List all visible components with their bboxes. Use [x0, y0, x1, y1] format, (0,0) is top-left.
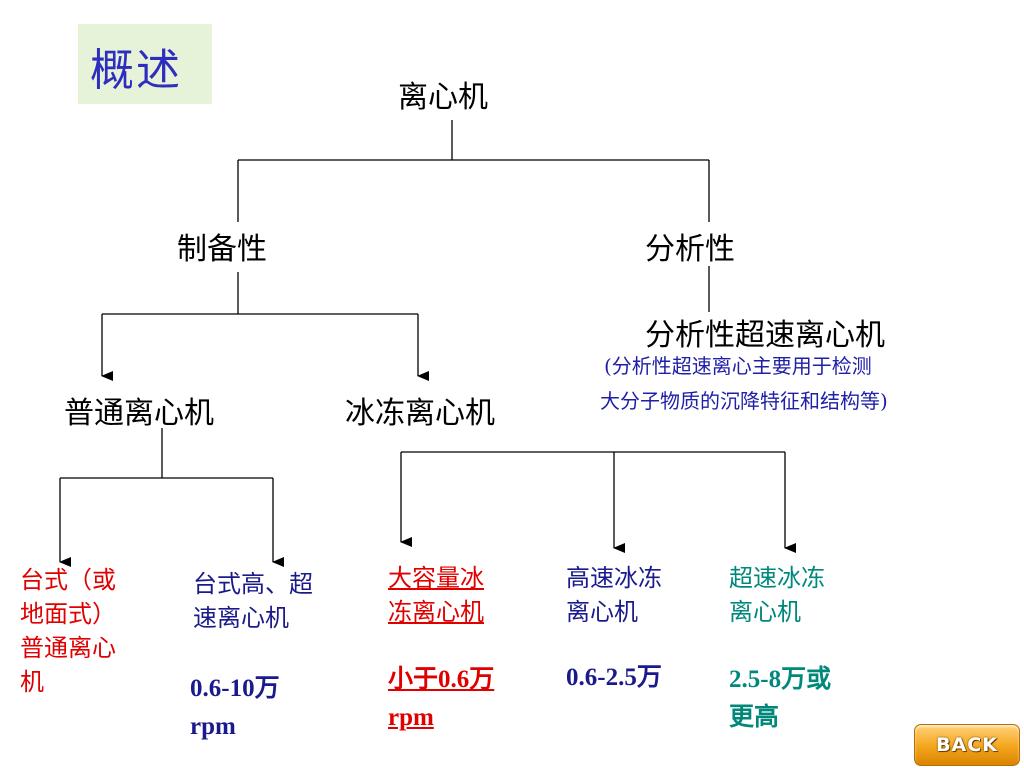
speed-range-ultra-speed: 2.5-8万或 更高 — [729, 661, 831, 737]
node-frozen-centrifuge: 冰冻离心机 — [345, 396, 495, 431]
speed-value: 小于0.6万 — [388, 666, 495, 693]
analytical-note-line-1: (分析性超速离心主要用于检测 — [604, 354, 872, 378]
speed-unit: rpm — [190, 713, 236, 740]
leaf-line: 高速冰冻 — [566, 564, 662, 592]
node-preparative: 制备性 — [177, 232, 267, 267]
speed-range-tabletop: 0.6-10万 rpm — [190, 670, 280, 746]
leaf-ultra-speed-frozen-centrifuge: 超速冰冻 离心机 — [729, 561, 825, 629]
leaf-line: 超速冰冻 — [729, 564, 825, 592]
analytical-note-line-2: 大分子物质的沉降特征和结构等) — [600, 389, 888, 413]
leaf-line: 地面式） — [20, 600, 116, 628]
speed-unit: 更高 — [729, 704, 780, 731]
leaf-large-capacity-frozen-centrifuge: 大容量冰 冻离心机 — [388, 561, 484, 629]
speed-value: 2.5-8万或 — [729, 666, 832, 693]
speed-range-high-speed: 0.6-2.5万 — [566, 659, 662, 697]
root-node-centrifuge: 离心机 — [398, 80, 488, 115]
speed-unit: rpm — [388, 704, 434, 731]
node-ordinary-centrifuge: 普通离心机 — [64, 396, 214, 431]
leaf-high-speed-frozen-centrifuge: 高速冰冻 离心机 — [566, 561, 662, 629]
leaf-line: 离心机 — [729, 598, 801, 626]
leaf-line: 普通离心 — [20, 634, 116, 662]
leaf-line: 冻离心机 — [388, 598, 484, 626]
speed-range-large-capacity: 小于0.6万 rpm — [388, 661, 494, 737]
leaf-line: 台式（或 — [20, 566, 116, 594]
speed-value: 0.6-10万 — [190, 675, 280, 702]
node-analytical: 分析性 — [645, 232, 735, 267]
leaf-line: 大容量冰 — [388, 564, 484, 592]
speed-value: 0.6-2.5万 — [566, 664, 662, 691]
leaf-floor-ordinary-centrifuge: 台式（或 地面式） 普通离心 机 — [20, 563, 116, 699]
leaf-line: 离心机 — [566, 598, 638, 626]
leaf-line: 机 — [20, 668, 44, 696]
title-background — [78, 24, 212, 104]
leaf-tabletop-high-speed-centrifuge: 台式高、超 速离心机 — [193, 567, 313, 635]
node-analytical-ultracentrifuge: 分析性超速离心机 — [645, 318, 885, 353]
back-button[interactable]: BACK — [914, 724, 1020, 766]
leaf-line: 台式高、超 — [193, 570, 313, 598]
leaf-line: 速离心机 — [193, 604, 289, 632]
slide-title: 概述 — [90, 45, 182, 96]
